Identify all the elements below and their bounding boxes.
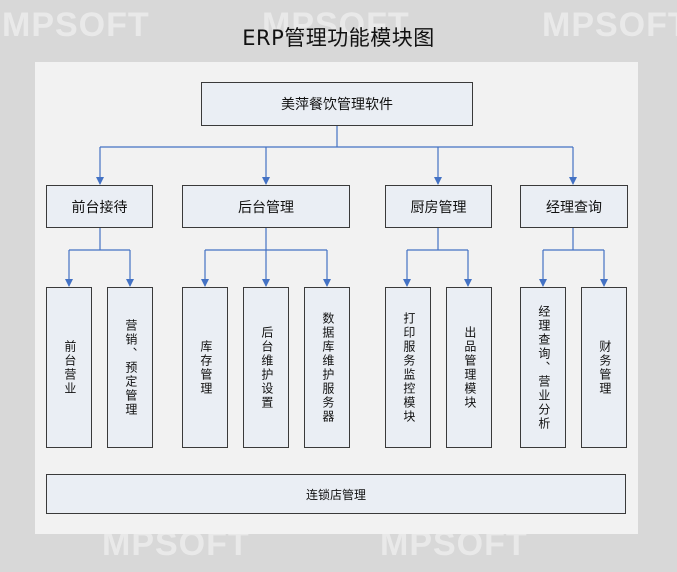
leaf-node: 库存管理 <box>182 287 228 448</box>
leaf-node: 打印服务监控模块 <box>385 287 431 448</box>
leaf-node: 出品管理模块 <box>446 287 492 448</box>
leaf-node: 后台维护设置 <box>243 287 289 448</box>
leaf-node: 前台营业 <box>46 287 92 448</box>
leaf-node: 营销、预定管理 <box>107 287 153 448</box>
group-node-manager: 经理查询 <box>520 185 628 228</box>
root-node: 美萍餐饮管理软件 <box>201 82 473 126</box>
chain-store-node: 连锁店管理 <box>46 474 626 514</box>
leaf-node: 数据库维护服务器 <box>304 287 350 448</box>
group-node-kitchen: 厨房管理 <box>385 185 492 228</box>
group-node-front-desk: 前台接待 <box>46 185 153 228</box>
page-title: ERP管理功能模块图 <box>242 26 435 50</box>
group-node-backend: 后台管理 <box>182 185 350 228</box>
leaf-node: 经理查询、营业分析 <box>520 287 566 448</box>
leaf-node: 财务管理 <box>581 287 627 448</box>
